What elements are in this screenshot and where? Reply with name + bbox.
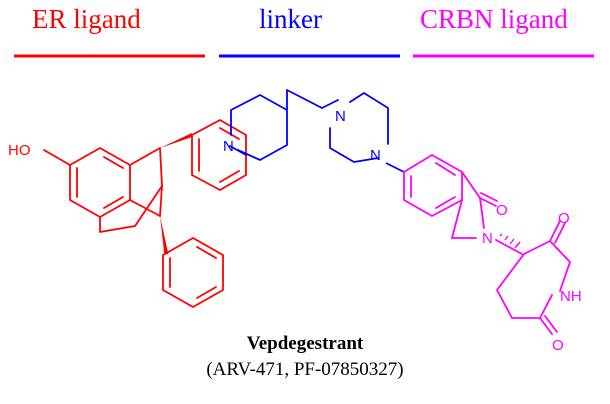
- crbn-ligand-structure: [403, 154, 571, 335]
- linker-label: linker: [259, 4, 322, 34]
- lactam-o-label: O: [496, 202, 508, 219]
- piperazine-n1-label: N: [335, 108, 346, 125]
- er-ligand-label: ER ligand: [32, 4, 141, 34]
- wedge-bond-2: [160, 216, 169, 255]
- hashed-stereo-bond: [499, 233, 521, 249]
- hydroxyl-label: HO: [8, 142, 31, 159]
- imide-o2-label: O: [552, 337, 564, 354]
- compound-codes: (ARV-471, PF-07850327): [206, 359, 404, 380]
- imide-nh-label: NH: [560, 288, 582, 305]
- imide-o1-label: O: [558, 210, 570, 227]
- crbn-ligand-label: CRBN ligand: [420, 4, 568, 34]
- lactam-n-label: N: [482, 230, 493, 247]
- piperazine-to-aryl-bond: [385, 162, 405, 173]
- wedge-bond-1: [160, 133, 192, 148]
- er-ligand-structure: [43, 119, 247, 308]
- linker-structure: [229, 89, 389, 163]
- piperazine-n2-label: N: [370, 147, 381, 164]
- piperidine-n-label: N: [223, 138, 234, 155]
- compound-name: Vepdegestrant: [246, 333, 364, 354]
